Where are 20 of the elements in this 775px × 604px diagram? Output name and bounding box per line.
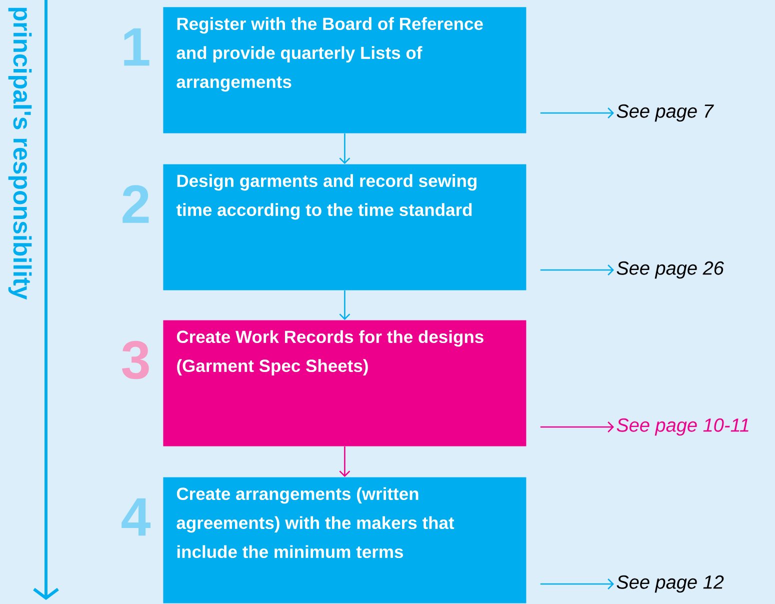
arrow [339, 133, 350, 164]
step-number: 4 [122, 498, 150, 536]
arrow [339, 290, 350, 320]
side-label: principal's responsibility [8, 8, 32, 300]
arrow [540, 578, 614, 590]
step-box: Create Work Records for the designs (Garment Spec Sheets) [163, 320, 526, 446]
step-number: 3 [122, 340, 149, 380]
step-number: 2 [122, 185, 149, 223]
step-box: Create arrangements (written agreements) with the makers that include the minimum terms [163, 477, 526, 604]
page-reference: See page 7 [616, 104, 714, 122]
page-reference: See page 26 [616, 261, 724, 279]
step-box: Design garments and record sewing time according to the time standard [163, 164, 526, 290]
arrow [339, 446, 350, 477]
step-number: 1 [124, 28, 150, 66]
step-box: Register with the Board of Reference and provide quarterly Lists of arrangements [163, 7, 526, 134]
arrow [540, 264, 614, 276]
arrow [540, 422, 614, 432]
page-reference: See page 10-11 [616, 418, 748, 436]
page-reference: See page 12 [616, 575, 724, 593]
arrow [540, 108, 614, 118]
